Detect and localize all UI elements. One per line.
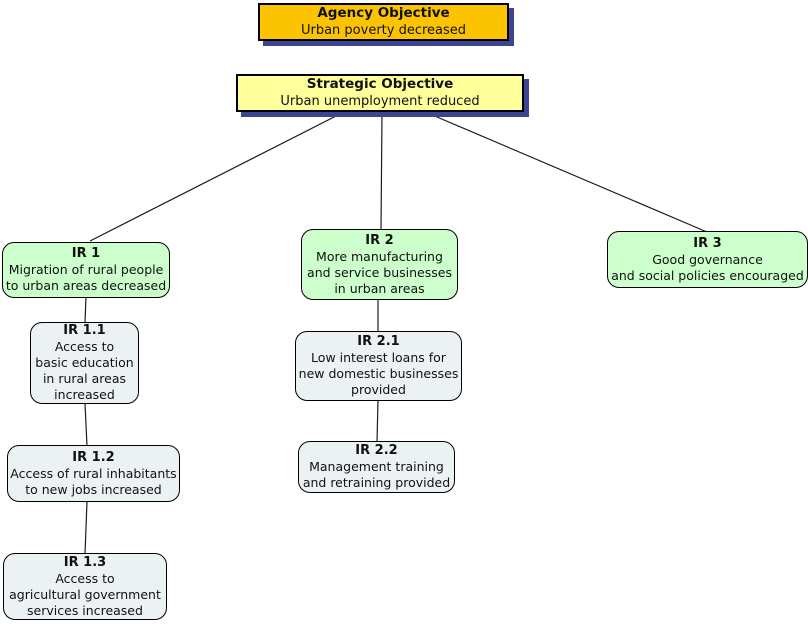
- agency-objective-title: Agency Objective: [317, 5, 450, 21]
- ir1-2-box: IR 1.2 Access of rural inhabitants to ne…: [7, 445, 180, 502]
- ir2-title: IR 2: [365, 232, 394, 248]
- ir1-2-title: IR 1.2: [72, 449, 115, 465]
- agency-objective-box: Agency Objective Urban poverty decreased: [258, 3, 509, 41]
- ir1-3-title: IR 1.3: [63, 554, 107, 570]
- ir2-2-text: Management training and retraining provi…: [302, 459, 451, 490]
- ir3-text: Good governance and social policies enco…: [611, 251, 804, 283]
- connector-strategic-to-ir3: [429, 113, 708, 233]
- ir1-1-box: IR 1.1 Access to basic education in rura…: [30, 322, 139, 404]
- connector-ir11-to-ir12: [84, 402, 88, 447]
- ir3-box: IR 3 Good governance and social policies…: [607, 231, 808, 288]
- strategic-objective-title: Strategic Objective: [306, 76, 454, 92]
- ir1-1-title: IR 1.1: [63, 323, 106, 338]
- ir2-1-box: IR 2.1 Low interest loans for new domest…: [295, 331, 462, 401]
- ir1-3-box: IR 1.3 Access to agricultural government…: [3, 553, 167, 620]
- ir2-text: More manufacturing and service businesse…: [307, 248, 452, 296]
- ir1-1-text: Access to basic education in rural areas…: [35, 339, 134, 402]
- ir1-2-text: Access of rural inhabitants to new jobs …: [10, 465, 177, 497]
- ir1-3-text: Access to agricultural government servic…: [9, 570, 161, 618]
- connector-ir1-to-ir11: [84, 295, 87, 324]
- ir2-box: IR 2 More manufacturing and service busi…: [301, 229, 458, 300]
- ir2-2-title: IR 2.2: [355, 443, 398, 458]
- ir2-1-title: IR 2.1: [357, 334, 400, 349]
- ir3-title: IR 3: [693, 235, 722, 251]
- connector-strategic-to-ir1: [89, 113, 341, 242]
- ir1-box: IR 1 Migration of rural people to urban …: [2, 242, 170, 298]
- ir2-2-box: IR 2.2 Management training and retrainin…: [298, 441, 455, 493]
- connector-ir21-to-ir22: [376, 399, 379, 443]
- ir1-title: IR 1: [71, 246, 101, 261]
- strategic-objective-box: Strategic Objective Urban unemployment r…: [236, 74, 524, 112]
- ir2-1-text: Low interest loans for new domestic busi…: [298, 350, 459, 397]
- connector-ir12-to-ir13: [84, 500, 88, 555]
- connector-strategic-to-ir2: [380, 112, 383, 231]
- agency-objective-text: Urban poverty decreased: [300, 23, 467, 38]
- strategic-objective-text: Urban unemployment reduced: [280, 94, 480, 109]
- ir1-text: Migration of rural people to urban areas…: [5, 262, 167, 293]
